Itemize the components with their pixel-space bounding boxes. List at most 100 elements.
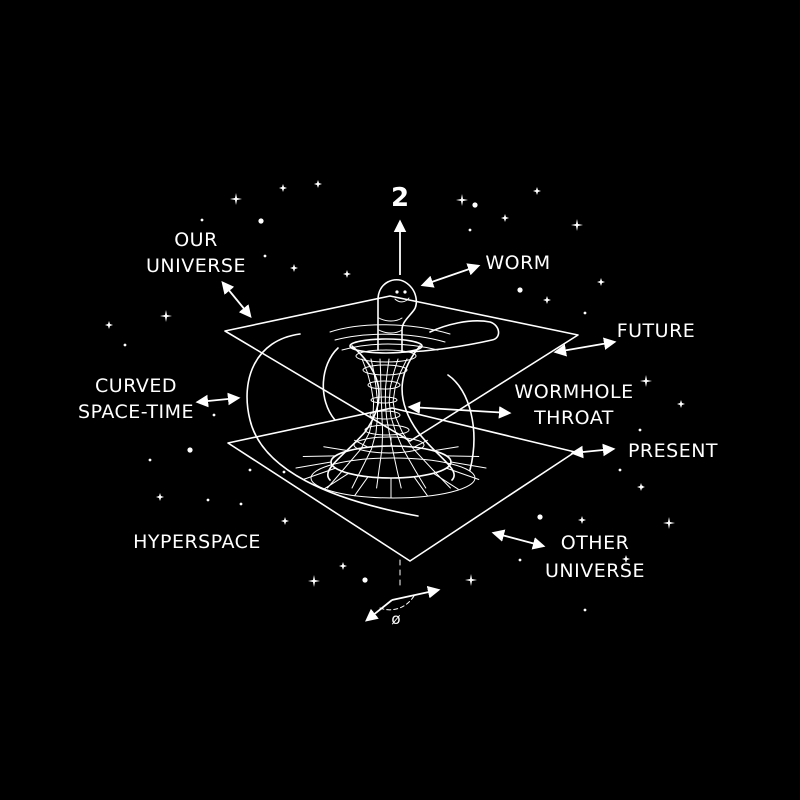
curved-space-time-label-line2: SPACE-TIME (78, 401, 194, 423)
other-universe-pointer (491, 529, 546, 550)
our-universe-label-line1: OUR (174, 229, 218, 251)
mesh-column (388, 358, 427, 489)
mesh-column (392, 358, 451, 489)
star-dot (123, 343, 127, 347)
star-dot (258, 218, 264, 224)
star-icon (465, 574, 477, 586)
star-icon (279, 184, 287, 192)
star-icon (571, 219, 583, 231)
star-dot (518, 558, 522, 562)
mesh-ray (432, 446, 459, 452)
star-dot (282, 470, 286, 474)
star-dot (187, 447, 193, 453)
wormhole-throat-pointer (407, 401, 512, 419)
star-icon (456, 194, 468, 206)
mesh-ray (302, 455, 337, 457)
star-dot (212, 413, 216, 417)
mesh-ring (370, 396, 398, 404)
mesh-ray (413, 476, 428, 497)
mesh-column (384, 358, 402, 489)
star-icon (230, 193, 242, 205)
mesh-ring (355, 349, 417, 363)
wormhole-throat-label-line1: WORMHOLE (514, 381, 633, 403)
star-dot (239, 502, 243, 506)
mesh-ray (432, 472, 459, 490)
star-dot (583, 608, 587, 612)
star-dot (583, 311, 587, 315)
wormhole-mesh (295, 349, 487, 499)
star-icon (290, 264, 298, 272)
future-label: FUTURE (617, 320, 696, 342)
star-icon (160, 310, 172, 322)
star-icon (543, 296, 551, 304)
star-icon (501, 214, 509, 222)
star-dot (263, 254, 267, 258)
mesh-ring (369, 410, 401, 420)
present-label: PRESENT (628, 440, 718, 462)
mesh-ray (302, 467, 337, 480)
mesh-ray (354, 439, 369, 448)
star-icon (343, 270, 351, 278)
mesh-ray (450, 461, 487, 469)
mesh-ray (445, 467, 480, 480)
star-icon (533, 187, 541, 195)
mesh-ring (362, 364, 408, 376)
mesh-ray (295, 461, 332, 469)
upper-mouth-ripples (329, 324, 451, 351)
star-dot (148, 458, 152, 462)
mesh-ring (353, 436, 425, 454)
star-icon (663, 517, 675, 529)
present-pointer (570, 443, 616, 459)
angle-symbol-label: ø (391, 610, 400, 628)
star-dot (362, 577, 368, 583)
star-dot (472, 202, 478, 208)
mesh-column (351, 358, 378, 489)
future-pointer (553, 337, 617, 357)
our-universe-pointer (221, 281, 252, 318)
star-dot (537, 514, 543, 520)
mesh-ray (445, 455, 480, 457)
other-universe-label-line1: OTHER (561, 532, 630, 554)
star-icon (281, 517, 289, 525)
star-icon (105, 321, 113, 329)
wormhole-throat (327, 338, 455, 481)
axis-number-label: 2 (391, 183, 409, 213)
mesh-ray (354, 476, 369, 497)
worm-label: WORM (485, 252, 550, 274)
star-dot (468, 228, 472, 232)
star-icon (339, 562, 347, 570)
mesh-column (326, 358, 375, 489)
mesh-column (376, 358, 384, 489)
other-universe-label-line2: UNIVERSE (545, 560, 645, 582)
mesh-ring (367, 380, 401, 390)
curved-space-time-label-line1: CURVED (95, 375, 177, 397)
curved-space-time-pointer (195, 392, 241, 408)
star-icon (677, 400, 685, 408)
star-dot (200, 218, 204, 222)
star-dot (206, 498, 210, 502)
star-icon (622, 555, 630, 563)
our-universe-label-line2: UNIVERSE (146, 255, 246, 277)
star-icon (578, 516, 586, 524)
star-dot (618, 468, 622, 472)
star-icon (156, 493, 164, 501)
star-icon (597, 278, 605, 286)
worm-pointer (420, 263, 481, 288)
mesh-ring (364, 424, 410, 436)
star-icon (640, 375, 652, 387)
mesh-ray (323, 472, 350, 490)
star-dot (640, 485, 644, 489)
star-icon (308, 575, 320, 587)
star-field (105, 180, 685, 612)
wormhole-throat-label-line2: THROAT (533, 407, 614, 429)
curved-space-time-fold-inner (322, 347, 339, 421)
curved-space-time-fold (246, 333, 419, 517)
star-dot (248, 468, 252, 472)
mesh-ray (323, 446, 350, 452)
star-icon (314, 180, 322, 188)
angle-indicator (365, 585, 441, 622)
hyperspace-label: HYPERSPACE (133, 531, 261, 553)
star-dot (638, 428, 642, 432)
